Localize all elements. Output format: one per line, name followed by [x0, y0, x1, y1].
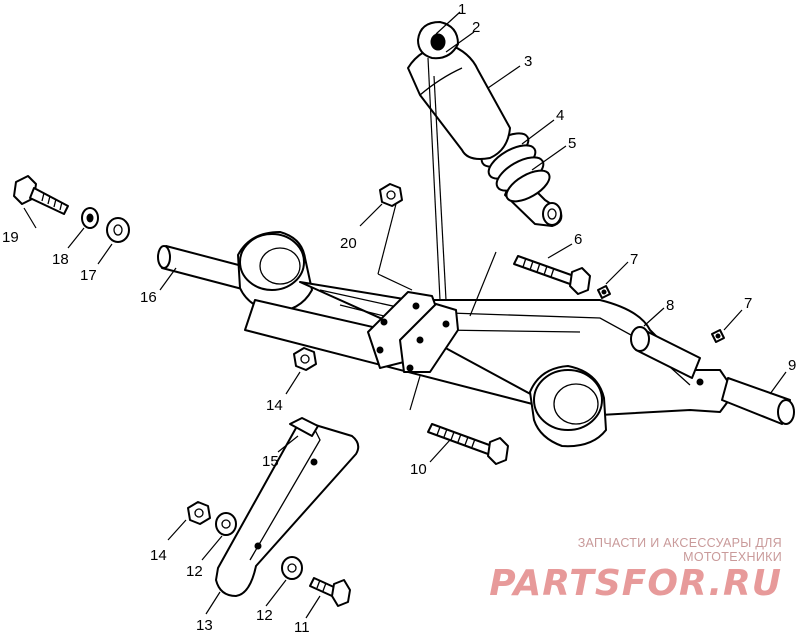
shock-lower-eye — [542, 202, 562, 226]
callout-5: 5 — [568, 135, 576, 152]
nut-20 — [379, 183, 403, 207]
leader-lines — [23, 11, 787, 619]
shock-body — [407, 43, 511, 160]
shock-spring — [480, 132, 551, 203]
nut-14-upper — [293, 347, 317, 371]
callout-7-lower: 7 — [744, 295, 752, 312]
callout-10: 10 — [410, 461, 427, 478]
callout-15: 15 — [262, 453, 279, 470]
callout-7-upper: 7 — [630, 251, 638, 268]
washer-12-right — [281, 556, 303, 580]
bolt-6 — [513, 255, 591, 295]
callout-12-right: 12 — [256, 607, 273, 624]
callout-4: 4 — [556, 107, 564, 124]
axle-shaft — [157, 245, 251, 291]
watermark-logo: PARTSFOR.RU — [489, 563, 782, 604]
washer-12-left — [215, 512, 237, 536]
washer-17 — [106, 217, 130, 243]
callout-11: 11 — [294, 619, 310, 634]
callout-19: 19 — [2, 229, 19, 246]
callout-14-upper: 14 — [266, 397, 283, 414]
callout-16: 16 — [140, 289, 157, 306]
bolt-19 — [13, 175, 69, 215]
bolt-10 — [427, 423, 509, 465]
fitting-7-upper — [597, 285, 611, 299]
bolt-11 — [309, 577, 351, 607]
callout-1: 1 — [458, 1, 466, 18]
callout-9: 9 — [788, 357, 796, 374]
watermark-caption: ЗАПЧАСТИ И АКСЕССУАРЫ ДЛЯ МОТОТЕХНИКИ — [577, 536, 782, 564]
callout-8: 8 — [666, 297, 674, 314]
callout-18: 18 — [52, 251, 69, 268]
callout-2: 2 — [472, 19, 480, 36]
callout-20: 20 — [340, 235, 357, 252]
callout-6: 6 — [574, 231, 582, 248]
callout-17: 17 — [80, 267, 97, 284]
callout-13: 13 — [196, 617, 213, 634]
callout-14-lower: 14 — [150, 547, 167, 564]
callout-12-left: 12 — [186, 563, 203, 580]
fitting-7-lower — [711, 329, 725, 343]
washer-18 — [81, 207, 99, 229]
nut-14-lower — [187, 501, 211, 525]
swing-arm — [237, 231, 795, 448]
shock-absorber — [407, 21, 563, 227]
callout-3: 3 — [524, 53, 532, 70]
link-arm-13 — [215, 417, 360, 597]
watermark: ЗАПЧАСТИ И АКСЕССУАРЫ ДЛЯ МОТОТЕХНИКИ PA… — [482, 536, 782, 604]
